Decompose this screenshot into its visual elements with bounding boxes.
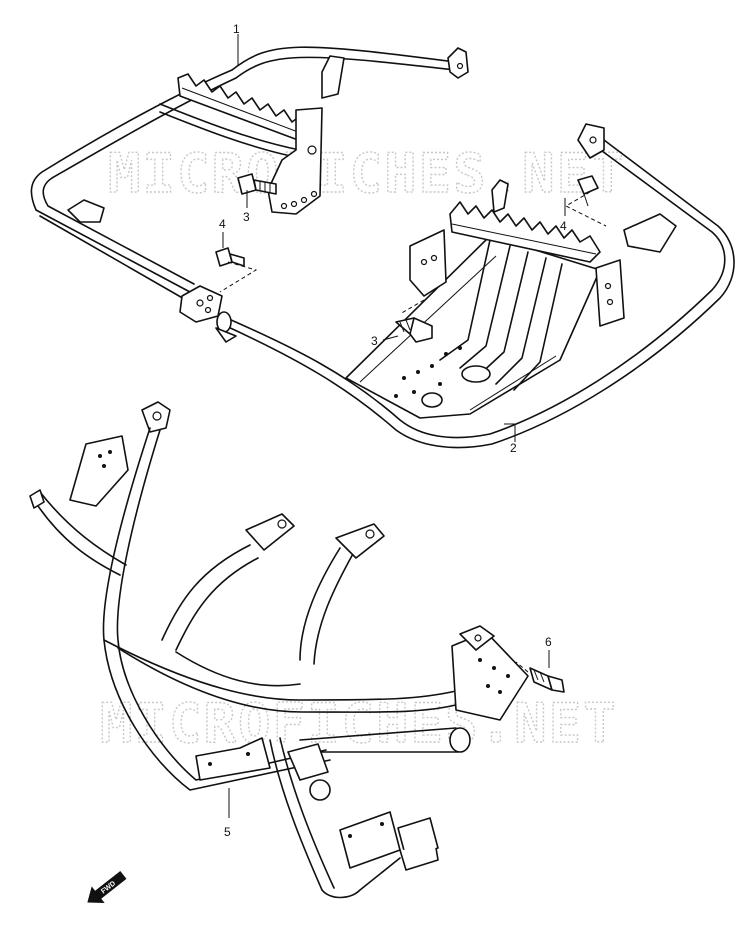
watermark-bottom: MICROFICHES.NET [100,692,618,755]
callout-4-left: 4 [219,217,226,231]
callout-5: 5 [224,825,231,839]
callout-6: 6 [545,635,552,649]
callout-4-right: 4 [560,219,567,233]
bolt-3-right [395,317,433,343]
guide-line-6 [515,661,529,673]
part-2-right-footrest-frame [215,123,735,449]
part-5-lower-frame [29,401,529,899]
callout-1: 1 [233,22,240,36]
callout-3-left: 3 [243,210,250,224]
bolt-4-left [215,247,245,267]
bolt-3-left [237,173,277,195]
callout-leaders [222,34,566,818]
fwd-arrow-icon: FWD [87,871,127,904]
guide-lines [219,191,607,315]
callout-3-right: 3 [371,334,378,348]
bolt-4-right [577,175,599,207]
bolt-6 [529,667,565,693]
callout-2: 2 [510,441,517,455]
watermark-top: MICROFICHES.NET [108,142,626,205]
part-1-left-footrest-frame [30,46,469,323]
